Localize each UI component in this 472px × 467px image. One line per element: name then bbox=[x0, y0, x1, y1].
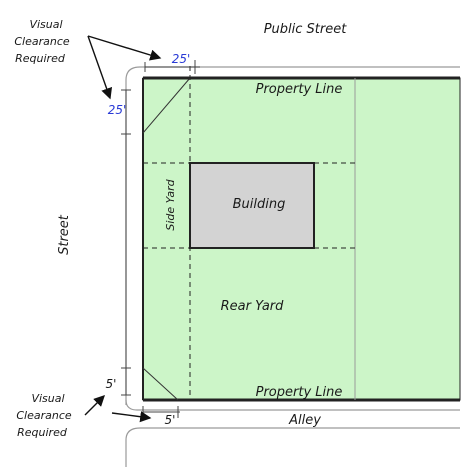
property-line-bottom-label: Property Line bbox=[256, 385, 343, 400]
arrow-visual-clearance-bottom-up bbox=[84, 395, 105, 416]
rear-yard-label: Rear Yard bbox=[221, 299, 285, 314]
dimension-lines-top bbox=[144, 60, 200, 74]
alley-label: Alley bbox=[288, 413, 321, 428]
visual-clearance-bottom-line-3: Required bbox=[17, 426, 68, 439]
side-yard-label: Side Yard bbox=[164, 178, 177, 230]
dimension-top-horizontal: 25' bbox=[172, 52, 191, 66]
dimension-top-vertical: 25' bbox=[108, 103, 127, 117]
visual-clearance-diagonal-bottom bbox=[142, 367, 179, 401]
street-curb-top-corner bbox=[125, 66, 460, 405]
property-line-top-label: Property Line bbox=[256, 82, 343, 97]
building-label: Building bbox=[233, 197, 286, 212]
dimension-bottom-horizontal: 5' bbox=[165, 413, 176, 427]
visual-clearance-bottom-line-2: Clearance bbox=[16, 409, 72, 422]
arrow-visual-clearance-bottom-right bbox=[111, 411, 152, 423]
leader-arrows bbox=[84, 35, 162, 423]
public-street-label: Public Street bbox=[264, 22, 348, 37]
dimension-bottom-vertical: 5' bbox=[106, 377, 117, 391]
arrow-visual-clearance-top-down bbox=[87, 35, 113, 100]
building bbox=[189, 162, 315, 249]
dimension-lines-left bbox=[121, 89, 131, 396]
curb-lines bbox=[125, 66, 460, 467]
visual-clearance-top-line-3: Required bbox=[15, 52, 66, 65]
arrow-visual-clearance-top-right bbox=[87, 35, 162, 61]
alley-curb-upper bbox=[125, 399, 460, 411]
street-label: Street bbox=[57, 214, 72, 255]
visual-clearance-diagonal-top bbox=[142, 77, 191, 134]
visual-clearance-top-line-2: Clearance bbox=[14, 35, 70, 48]
visual-clearance-bottom-line-1: Visual bbox=[31, 392, 64, 405]
visual-clearance-top-line-1: Visual bbox=[29, 18, 62, 31]
alley-curb-lower bbox=[125, 427, 460, 467]
